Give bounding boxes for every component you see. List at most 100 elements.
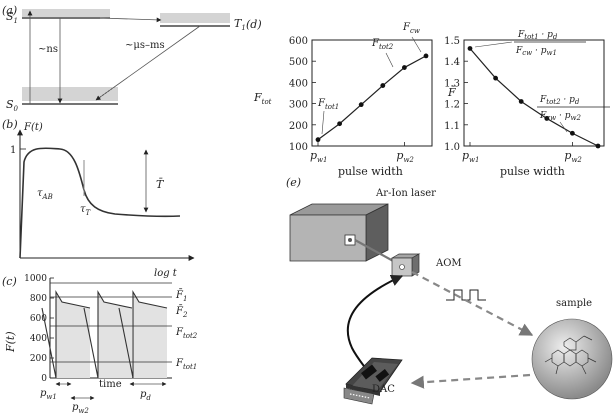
s0-levels [22,87,118,105]
frac1-line [474,41,513,48]
c-ytick-label: 600 [30,314,47,324]
square-wave-icon [446,289,486,301]
c-ytick-label: 800 [30,294,47,304]
left-ytick-label: 600 [289,36,308,47]
pw2-label: pw2 [72,402,89,414]
left-ytick-label: 100 [289,142,308,153]
right-xtick-pw1-label: pw1 [462,149,480,164]
fraction-1: Ftot1 · pd Fcw · pw1 [514,30,586,57]
modulated-beam [411,271,534,336]
laser-beam [354,239,396,263]
pulse-train [41,290,168,379]
dac-card [343,357,403,405]
ftot1-label: Ftot1 [175,358,197,371]
right-plot-frame [463,39,605,147]
panel-b-label: (b) [2,118,18,131]
panel-a-label: (a) [2,4,17,17]
right-ytick-label: 1.4 [444,57,460,68]
ftot-point [315,137,321,143]
ann-ftot2-line [385,52,394,68]
panel-b-xlabel: log t [154,268,178,279]
right-ytick-label: 1.1 [444,121,460,132]
laser-label: Ar-Ion laser [375,188,436,199]
decay-curve [19,147,181,259]
ann-ftot2: Ftot2 [371,38,394,51]
tau-ab-label: τAB [37,188,53,201]
right-xtick-pw2-label: pw2 [564,149,582,164]
t1-label: T1 [234,17,246,32]
panel-a: (a) S1 T1 S0 ~ns ~μs–ms [2,4,246,113]
tbar-label: T̄ [156,178,165,191]
ftot-point [380,83,386,88]
tau-t-label: τT [80,204,92,217]
return-beam [410,373,531,389]
left-ytick-label: 200 [289,121,308,132]
time-label: time [99,379,122,390]
aom-box [390,253,421,277]
dac-label: DAC [372,384,395,395]
fbar-point [493,75,498,81]
frac2-line [559,121,568,133]
left-ytick-label: 400 [289,78,308,89]
fraction-2: Ftot2 · pd Fcw · pw2 [537,95,610,122]
isc-arrow [99,17,162,23]
ftot-point [358,102,364,108]
panel-b-one: 1 [10,145,16,156]
panel-e-label: (e) [286,176,301,189]
panel-e: (e) Ar-Ion laser AOM [286,176,613,405]
c-ytick-label: 400 [30,334,47,344]
fbar-point [570,130,575,136]
pd-label: pd [140,389,151,402]
ftot2-label: Ftot2 [175,327,198,340]
right-ytick-label: 1.0 [444,142,460,153]
left-xlabel: pulse width [338,165,403,178]
us-ms-label: ~μs–ms [125,40,165,51]
fbar-point [595,143,601,149]
left-ytick-label: 300 [289,100,308,111]
sample-label: sample [556,298,592,309]
ftot-point [402,65,407,70]
left-xtick-pw2-label: pw2 [396,149,414,164]
frac1-numerator: Ftot1 · pd [517,30,558,41]
molecule-icon [544,335,597,375]
fbar-line [469,48,599,147]
right-ytick-label: 1.5 [444,36,460,47]
ann-fcw-line [411,36,422,53]
s1-label: S1 [6,10,18,25]
panel-c-label: (c) [2,275,17,288]
fbar-axis-label: F̄ [447,86,456,99]
frac2-numerator: Ftot2 · pd [539,95,580,106]
ftot-point [337,121,342,127]
ftot-line [317,55,427,141]
pulse-fill [133,292,167,378]
frac1-denominator: Fcw · pw1 [515,46,557,57]
s1-levels [22,9,110,19]
frac2-denominator: Fcw · pw2 [539,111,582,122]
fbar-point [518,99,524,104]
s0-label: S0 [6,98,19,113]
ann-fcw: Fcw [402,22,420,35]
panel-d-label: (d) [246,18,262,31]
fbar-point [467,46,473,51]
phosphorescence-arrow [95,25,201,101]
ftot-axis-label: Ftot [253,91,272,106]
sample-sphere [531,318,613,400]
f2-bar-label: F̄2 [175,305,188,319]
t1-levels [160,13,230,27]
c-ytick-label: 200 [30,354,47,364]
pulse-trace [41,290,91,379]
f1-bar-label: F̄1 [175,289,187,303]
pulse-fill [98,292,132,378]
ftot-point [423,53,429,59]
c-ytick-label: 0 [41,374,47,384]
aom-label: AOM [435,258,462,269]
fbar-point [544,116,550,121]
pw1-label: pw1 [40,388,57,401]
panel-b-ylabel: F(t) [23,122,43,133]
